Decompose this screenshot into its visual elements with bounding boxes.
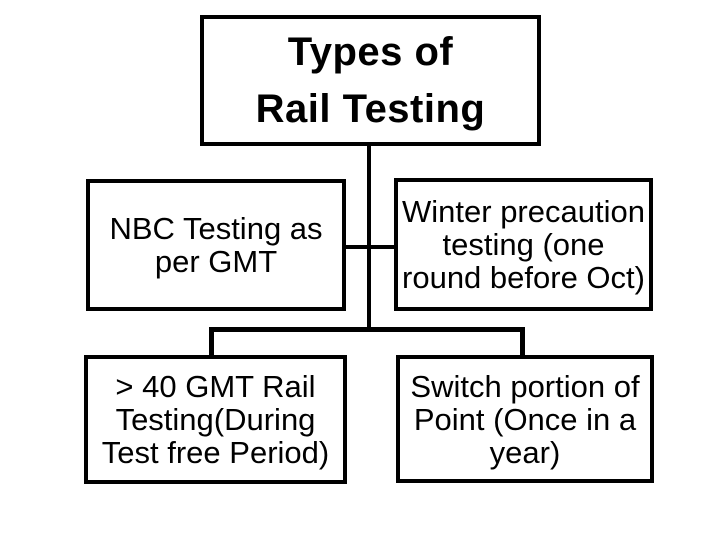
winter-precaution-line-2: testing (one [442, 227, 605, 262]
switch-portion-line-2: Point (Once in a [413, 401, 637, 437]
node-winter-precaution-testing: Winter precaution testing (one round bef… [394, 178, 653, 311]
gmt40-rail-testing-line-1: > 40 GMT Rail [115, 369, 316, 404]
node-nbc-testing: NBC Testing as per GMT [86, 179, 346, 311]
connector-middle-row-horizontal [344, 245, 396, 249]
node-gmt40-rail-testing: > 40 GMT Rail Testing(During Test free P… [84, 355, 347, 484]
gmt40-rail-testing-line-2: Testing(During [115, 402, 316, 437]
connector-branch-horizontal [209, 327, 525, 332]
switch-portion-line-1: Switch portion of [410, 368, 640, 404]
gmt40-rail-testing-line-3: Test free Period) [101, 435, 330, 470]
node-switch-portion-of-point: Switch portion of Point (Once in a year) [396, 355, 654, 483]
nbc-testing-line-1: NBC Testing as [109, 211, 323, 246]
winter-precaution-line-1: Winter precaution [402, 194, 645, 229]
connector-stub-left [209, 327, 214, 357]
nbc-testing-line-2: per GMT [154, 244, 278, 279]
title-line-2: Rail Testing [255, 86, 486, 131]
connector-trunk-vertical [367, 144, 371, 332]
title-line-1: Types of [287, 29, 454, 74]
switch-portion-line-3: year) [489, 434, 561, 470]
winter-precaution-line-3: round before Oct) [402, 260, 645, 295]
connector-stub-right [520, 327, 525, 357]
node-title-types-of-rail-testing: Types of Rail Testing [200, 15, 541, 146]
